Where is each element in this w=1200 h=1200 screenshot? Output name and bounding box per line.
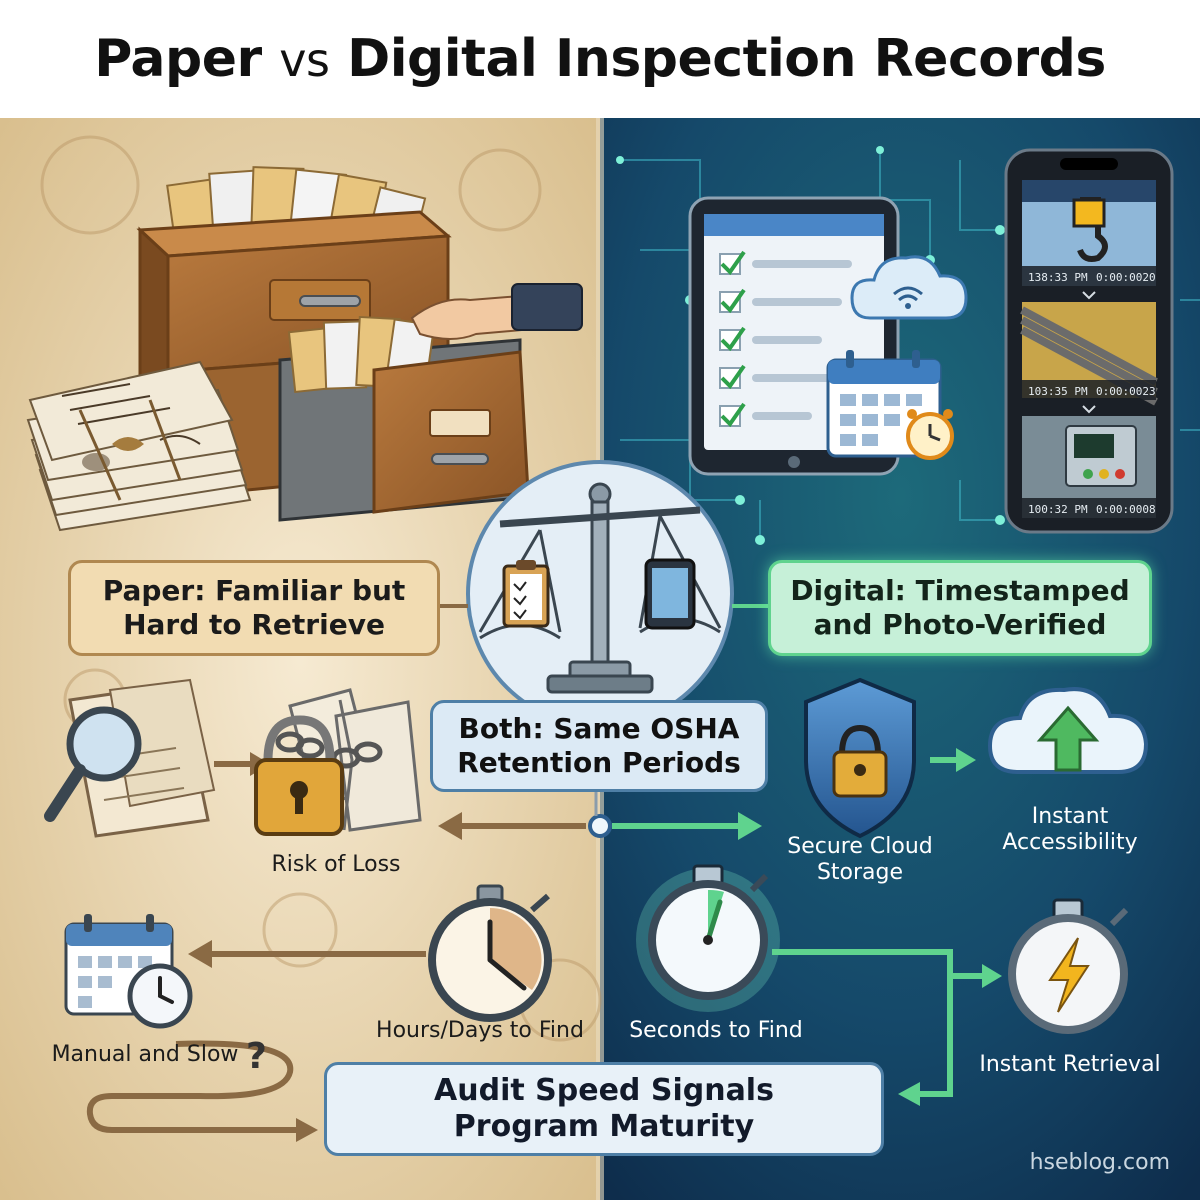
both-summary-box: Both: Same OSHA Retention Periods <box>430 700 768 792</box>
instant-access-line2: Accessibility <box>1002 830 1138 855</box>
balance-scale-icon <box>466 460 734 728</box>
illustration-layer: 138:33 PM 0:00:0020 103:35 PM 0:00:0023 … <box>0 118 1200 1200</box>
title-vs: vs <box>279 33 330 87</box>
phone-photos-icon: 138:33 PM 0:00:0020 103:35 PM 0:00:0023 … <box>1004 148 1174 534</box>
padlock-chain-icon <box>254 688 422 836</box>
both-box-line2: Retention Periods <box>457 746 741 779</box>
cloud-wifi-icon <box>850 255 968 320</box>
paper-stack-icon <box>26 360 252 532</box>
phone-duration-1: 0:00:0020 <box>1096 271 1156 284</box>
shield-lock-icon <box>804 677 916 839</box>
instant-retrieval-label: Instant Retrieval <box>979 1052 1161 1077</box>
junction-node <box>588 814 612 838</box>
instant-access-label: Instant Accessibility <box>990 804 1150 856</box>
page-title: Paper vs Digital Inspection Records <box>94 29 1106 89</box>
arrow-head-5 <box>738 812 762 840</box>
instant-access-line1: Instant <box>1031 804 1109 829</box>
paper-box-line1: Paper: Familiar but <box>102 574 406 607</box>
hours-days-label: Hours/Days to Find <box>376 1018 584 1043</box>
digital-box-line1: Digital: Timestamped <box>790 574 1130 607</box>
phone-time-3: 100:32 PM <box>1028 503 1088 516</box>
arrow-to-audit <box>86 1040 296 1133</box>
manual-slow-label: Manual and Slow <box>51 1042 239 1067</box>
audit-box-line2: Program Maturity <box>453 1109 755 1144</box>
title-bar: Paper vs Digital Inspection Records <box>0 0 1200 118</box>
phone-duration-2: 0:00:0023 <box>1096 385 1156 398</box>
title-paper: Paper <box>94 29 262 89</box>
both-box-line1: Both: Same OSHA <box>458 712 740 745</box>
digital-summary-box: Digital: Timestamped and Photo-Verified <box>768 560 1152 656</box>
audit-summary-box: Audit Speed Signals Program Maturity <box>324 1062 884 1156</box>
paper-summary-box: Paper: Familiar but Hard to Retrieve <box>68 560 440 656</box>
title-digital: Digital Inspection Records <box>347 29 1106 89</box>
audit-box-line1: Audit Speed Signals <box>434 1073 774 1108</box>
arrow-to-audit-digital <box>772 949 953 1097</box>
arrow-head-3 <box>188 940 212 968</box>
cloud-storage-label: Secure Cloud Storage <box>780 834 940 886</box>
seconds-stopwatch-icon <box>636 864 780 1012</box>
phone-time-2: 103:35 PM <box>1028 385 1088 398</box>
arrow-head-8 <box>982 964 1002 988</box>
arrow-head-2 <box>438 812 462 840</box>
circuit-traces <box>620 150 1200 540</box>
phone-duration-3: 0:00:0008 <box>1096 503 1156 516</box>
digital-box-line2: and Photo-Verified <box>813 608 1107 641</box>
stopwatch-icon <box>428 884 552 1022</box>
phone-time-1: 138:33 PM <box>1028 271 1088 284</box>
question-mark-icon: ? <box>246 1036 267 1077</box>
checklist-items <box>719 250 852 428</box>
cloud-upload-icon <box>987 687 1149 774</box>
watermark: hseblog.com <box>1029 1150 1170 1175</box>
cloud-storage-line2: Storage <box>816 860 904 885</box>
arrow-head-6 <box>956 748 976 772</box>
bolt-stopwatch-icon <box>1008 898 1129 1034</box>
calendar-clock-icon <box>64 914 193 1029</box>
calendar-alarm-icon <box>826 350 954 460</box>
paper-box-line2: Hard to Retrieve <box>123 608 385 641</box>
magnifier-icon <box>44 678 216 838</box>
arrow-head-7 <box>898 1082 920 1106</box>
risk-of-loss-label: Risk of Loss <box>271 852 401 877</box>
seconds-to-find-label: Seconds to Find <box>629 1018 803 1043</box>
arrow-head-4 <box>296 1118 318 1142</box>
cloud-storage-line1: Secure Cloud <box>787 834 933 859</box>
